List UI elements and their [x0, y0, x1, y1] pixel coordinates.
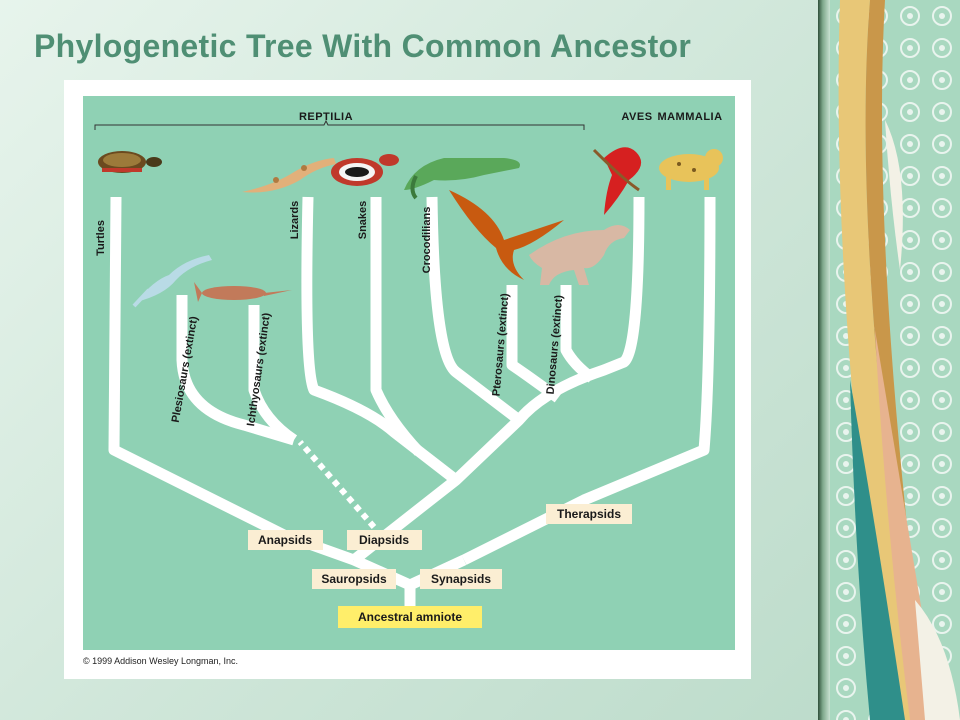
crocodile-illustration	[404, 158, 520, 200]
pterosaur-illustration	[449, 190, 564, 280]
taxon-label-crocodilians: Crocodilians	[421, 207, 433, 274]
taxon-label-lizards: Lizards	[289, 201, 301, 240]
slide-edge-shadow	[818, 0, 830, 720]
lizard-illustration	[242, 158, 336, 193]
node-box-anapsids	[248, 530, 323, 550]
phylogenetic-tree-diagram: Reptilia Aves Mammalia	[83, 96, 735, 666]
node-label-anapsids: Anapsids	[258, 533, 312, 547]
branch-lizards	[301, 196, 460, 485]
turtle-illustration	[98, 151, 162, 173]
node-box-sauropsids	[312, 569, 396, 589]
branch-dinosaurs	[560, 285, 596, 383]
branch-mammals	[461, 196, 716, 565]
node-box-synapsids	[420, 569, 502, 589]
wildcat-illustration	[659, 149, 723, 190]
branch-ichthyosaurs	[248, 305, 298, 445]
node-label-therapsids: Therapsids	[557, 507, 621, 521]
dinosaur-illustration	[529, 225, 630, 285]
group-label-aves: Aves	[621, 111, 652, 123]
decorative-border	[830, 0, 960, 720]
node-label-synapsids: Synapsids	[431, 572, 491, 586]
phylogeny-figure: Reptilia Aves Mammalia	[64, 80, 751, 679]
branch-pterosaurs	[506, 285, 562, 403]
snake-illustration	[331, 154, 399, 186]
branch-turtles	[108, 196, 356, 566]
plesiosaur-illustration	[132, 255, 212, 308]
slide-title: Phylogenetic Tree With Common Ancestor	[34, 28, 692, 64]
branch-plesiosaurs	[176, 295, 296, 446]
animal-illustrations	[98, 147, 723, 308]
copyright-notice: © 1999 Addison Wesley Longman, Inc.	[83, 656, 238, 666]
node-box-therapsids	[546, 504, 632, 524]
ichthyosaur-illustration	[194, 282, 292, 302]
taxon-label-snakes: Snakes	[357, 201, 369, 240]
node-box-diapsids	[347, 530, 422, 550]
node-box-ancestral-amniote	[338, 606, 482, 628]
cardinal-illustration	[592, 147, 642, 215]
reptilia-bracket	[94, 119, 585, 130]
node-labels: Anapsids Diapsids Sauropsids Synapsids T…	[248, 504, 632, 628]
branch-uncertain-dashed	[297, 440, 377, 529]
node-label-diapsids: Diapsids	[359, 533, 409, 547]
group-label-reptilia: Reptilia	[299, 111, 353, 123]
branch-snakes	[370, 197, 424, 456]
taxon-label-turtles: Turtles	[95, 220, 107, 256]
node-label-ancestral-amniote: Ancestral amniote	[358, 610, 462, 624]
branch-crocodilians	[426, 196, 523, 425]
branch-birds	[350, 196, 645, 565]
group-label-mammalia: Mammalia	[657, 111, 722, 123]
node-label-sauropsids: Sauropsids	[321, 572, 387, 586]
tree-branches	[108, 196, 716, 607]
